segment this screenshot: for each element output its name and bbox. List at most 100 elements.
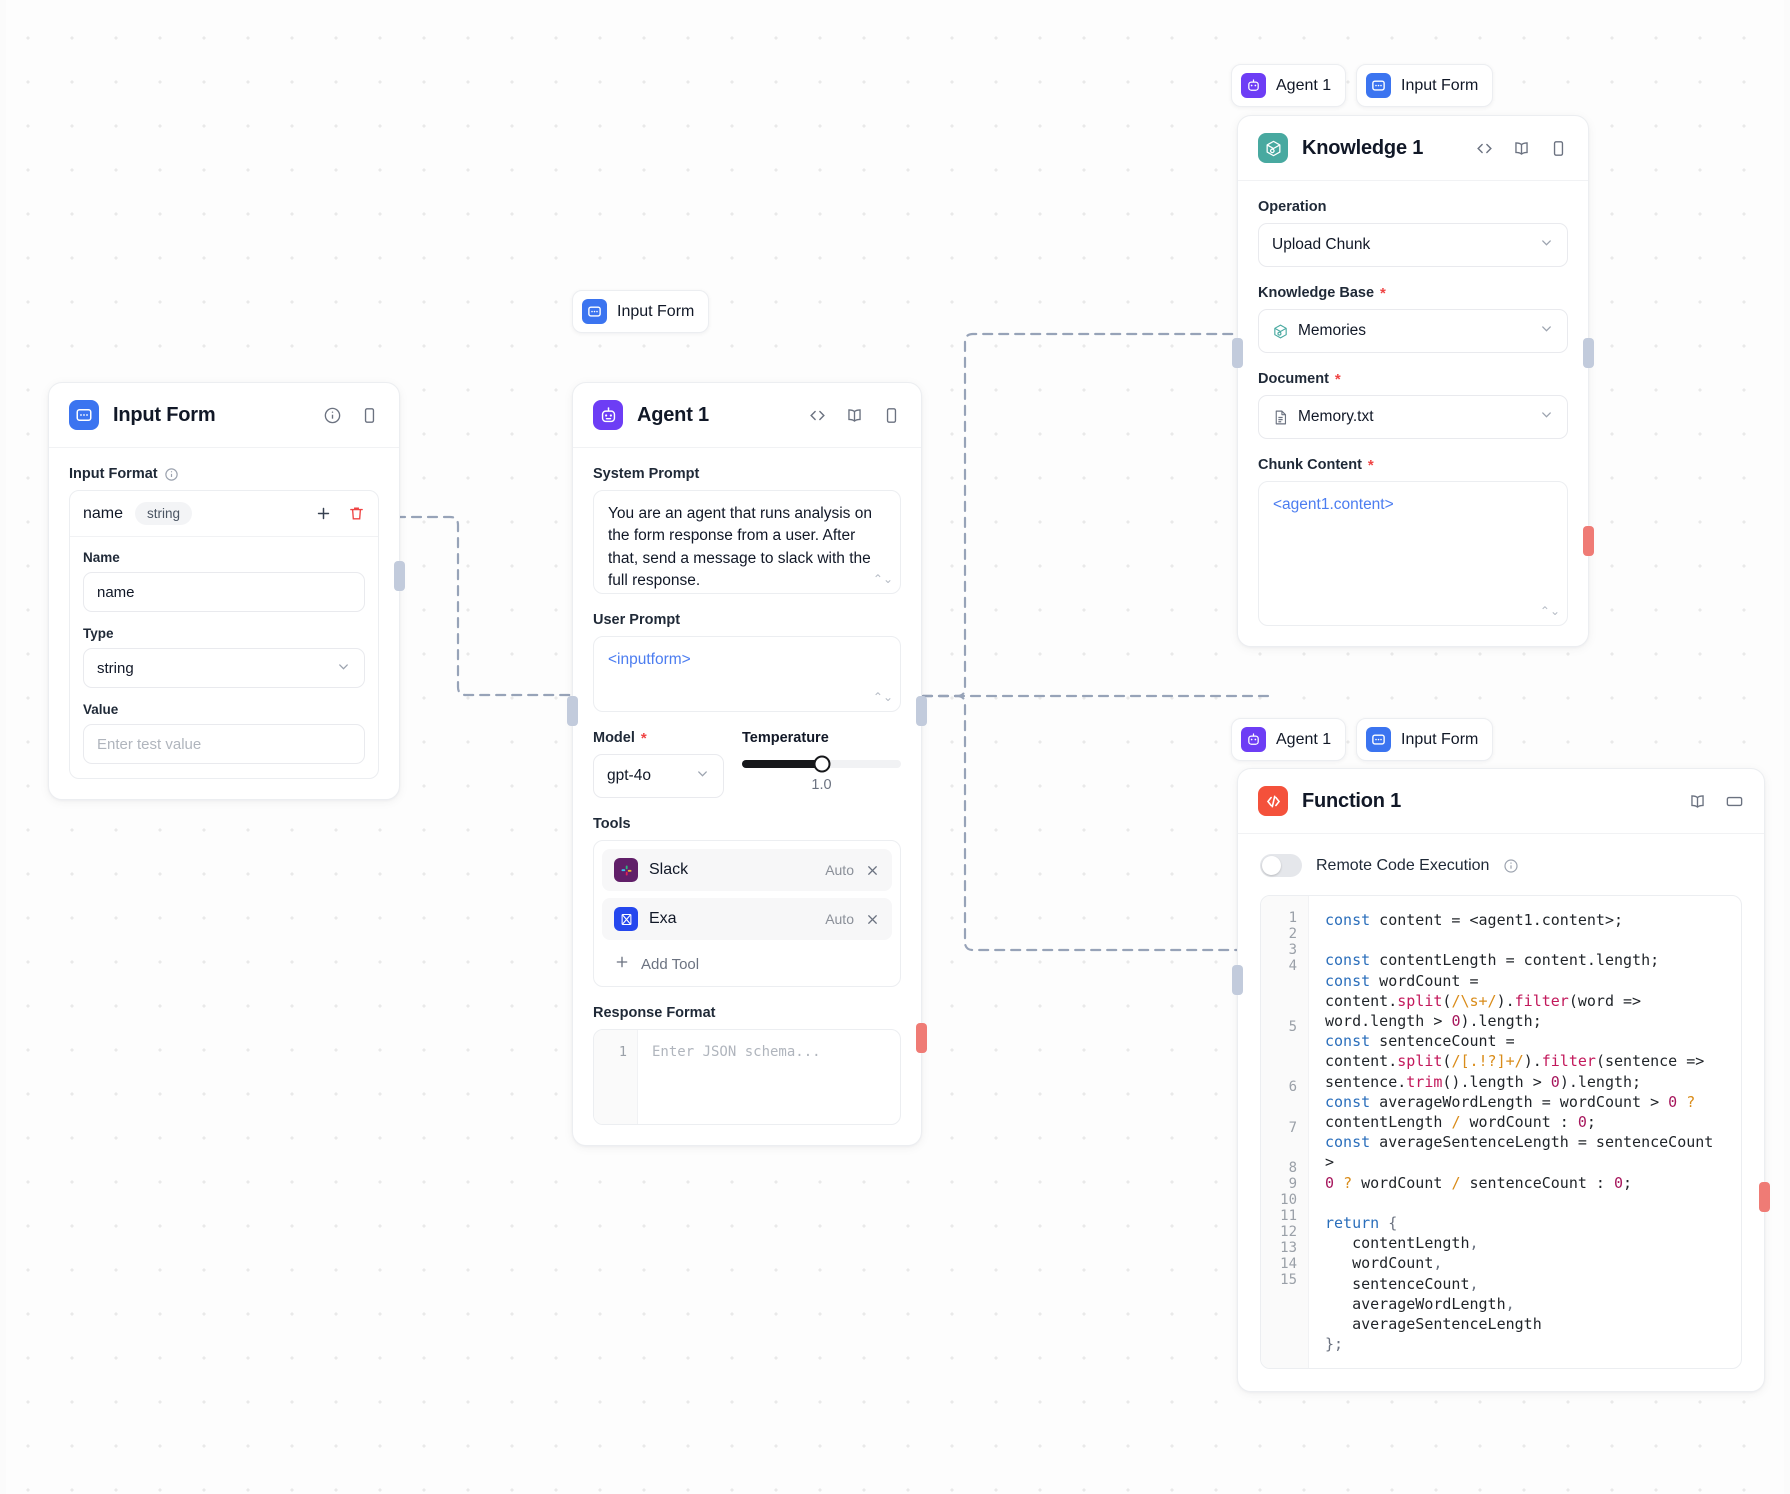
- agent-input-handle[interactable]: [567, 696, 578, 726]
- tools-list: Slack Auto Exa Auto: [593, 840, 901, 987]
- operation-select[interactable]: Upload Chunk: [1258, 223, 1568, 267]
- tool-row[interactable]: Exa Auto: [602, 898, 892, 940]
- agent-output-handle[interactable]: [916, 696, 927, 726]
- operation-value: Upload Chunk: [1272, 236, 1371, 253]
- chip-agent-1-knowledge[interactable]: Agent 1: [1231, 64, 1347, 107]
- model-value: gpt-4o: [607, 767, 651, 784]
- chip-label: Agent 1: [1276, 730, 1332, 748]
- knowledge-header: Knowledge 1: [1238, 116, 1588, 181]
- input-format-box: name string Na: [69, 490, 379, 779]
- node-knowledge[interactable]: Knowledge 1 Operation Upload Chunk Knowl…: [1232, 115, 1594, 647]
- slack-icon: [614, 858, 638, 882]
- knowledge-body: Operation Upload Chunk Knowledge Base* M…: [1238, 181, 1588, 646]
- remove-tool-icon[interactable]: [865, 863, 880, 878]
- slider-knob[interactable]: [813, 755, 830, 773]
- system-prompt-label: System Prompt: [593, 466, 700, 482]
- info-icon[interactable]: [323, 406, 342, 425]
- panel-toggle-icon[interactable]: [360, 406, 379, 425]
- chip-agent-1-function[interactable]: Agent 1: [1231, 718, 1347, 761]
- chevron-down-icon: [695, 766, 710, 786]
- node-title: Agent 1: [637, 403, 709, 426]
- node-function[interactable]: Function 1 Remote Code Execution 1: [1232, 768, 1770, 1393]
- chip-label: Input Form: [617, 302, 695, 320]
- chip-input-form-function[interactable]: Input Form: [1356, 718, 1494, 761]
- slider-fill: [742, 760, 822, 768]
- remote-code-row[interactable]: Remote Code Execution: [1260, 854, 1742, 877]
- system-prompt-textarea[interactable]: You are an agent that runs analysis on t…: [593, 490, 901, 594]
- exa-icon: [614, 907, 638, 931]
- code-line: [1325, 1193, 1725, 1213]
- response-format-editor[interactable]: 1 Enter JSON schema...: [593, 1029, 901, 1125]
- chip-input-form-knowledge[interactable]: Input Form: [1356, 64, 1494, 107]
- window-icon[interactable]: [1725, 792, 1744, 811]
- book-icon[interactable]: [1512, 139, 1531, 158]
- add-tool-button[interactable]: Add Tool: [602, 947, 892, 978]
- info-icon[interactable]: [1503, 858, 1519, 874]
- agent-icon: [593, 400, 623, 430]
- node-input-form[interactable]: Input Form Input Format: [48, 382, 405, 800]
- document-value: Memory.txt: [1298, 408, 1374, 425]
- tool-mode[interactable]: Auto: [825, 862, 854, 878]
- remote-code-toggle[interactable]: [1260, 854, 1302, 877]
- info-icon[interactable]: [164, 467, 179, 482]
- book-icon[interactable]: [845, 406, 864, 425]
- resize-grip-icon[interactable]: ⌃⌄: [1539, 603, 1560, 618]
- resize-grip-icon[interactable]: ⌃⌄: [872, 571, 893, 586]
- value-label: Value: [83, 702, 119, 717]
- knowledge-input-handle[interactable]: [1232, 338, 1243, 368]
- function-input-handle[interactable]: [1232, 965, 1243, 995]
- format-row[interactable]: name string: [70, 491, 378, 537]
- knowledge-icon: [1258, 133, 1288, 163]
- code-line: [1325, 930, 1725, 950]
- name-input[interactable]: name: [83, 572, 365, 612]
- node-agent[interactable]: Agent 1 System Prompt You are an agent t…: [567, 382, 927, 1146]
- panel-toggle-icon[interactable]: [1549, 139, 1568, 158]
- input-form-output-handle[interactable]: [394, 561, 405, 591]
- temperature-slider[interactable]: [742, 755, 901, 773]
- tool-name: Exa: [649, 910, 677, 927]
- document-select[interactable]: Memory.txt: [1258, 395, 1568, 439]
- value-input[interactable]: Enter test value: [83, 724, 365, 764]
- book-icon[interactable]: [1688, 792, 1707, 811]
- resize-grip-icon[interactable]: ⌃⌄: [872, 689, 893, 704]
- code-line: return {: [1325, 1214, 1398, 1233]
- add-field-icon[interactable]: [315, 505, 332, 522]
- code-icon[interactable]: [1475, 139, 1494, 158]
- knowledge-base-select[interactable]: Memories: [1258, 309, 1568, 353]
- remove-tool-icon[interactable]: [865, 912, 880, 927]
- user-prompt-label: User Prompt: [593, 612, 681, 628]
- chip-label: Input Form: [1401, 730, 1479, 748]
- code-icon[interactable]: [808, 406, 827, 425]
- type-select[interactable]: string: [83, 648, 365, 688]
- code-line: const averageWordLength = wordCount > 0 …: [1325, 1092, 1696, 1132]
- chip-input-form[interactable]: Input Form: [572, 290, 710, 333]
- canvas-left-edge: [0, 0, 6, 1494]
- chunk-content-textarea[interactable]: <agent1.content> ⌃⌄: [1258, 481, 1568, 626]
- function-header: Function 1: [1238, 769, 1764, 834]
- panel-toggle-icon[interactable]: [882, 406, 901, 425]
- knowledge-output-handle[interactable]: [1583, 338, 1594, 368]
- value-input-placeholder: Enter test value: [97, 735, 202, 753]
- tool-mode[interactable]: Auto: [825, 911, 854, 927]
- agent-error-handle[interactable]: [916, 1023, 927, 1053]
- tool-name: Slack: [649, 861, 689, 878]
- model-select[interactable]: gpt-4o: [593, 754, 724, 798]
- knowledge-error-handle[interactable]: [1583, 526, 1594, 556]
- tool-row[interactable]: Slack Auto: [602, 849, 892, 891]
- function-error-handle[interactable]: [1759, 1182, 1770, 1212]
- chunk-content-label: Chunk Content*: [1258, 456, 1374, 474]
- delete-field-icon[interactable]: [348, 505, 365, 522]
- input-format-label: Input Format: [69, 466, 379, 482]
- input-form-header: Input Form: [49, 383, 399, 448]
- tools-label: Tools: [593, 816, 631, 832]
- node-title: Function 1: [1302, 789, 1402, 812]
- plus-icon: [614, 954, 630, 974]
- user-prompt-textarea[interactable]: <inputform> ⌃⌄: [593, 636, 901, 712]
- document-icon: [1272, 409, 1289, 426]
- knowledge-base-icon: [1272, 323, 1289, 340]
- code-line: wordCount,: [1325, 1254, 1443, 1273]
- edge-agent-to-knowledge: [873, 332, 1271, 698]
- name-label: Name: [83, 550, 120, 565]
